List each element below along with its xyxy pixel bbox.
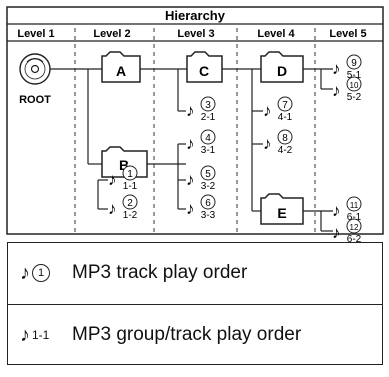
track-order-number: 12 <box>350 223 359 232</box>
track-order-number: 9 <box>351 58 357 69</box>
svg-text:B: B <box>119 157 129 173</box>
legend-group-symbol: ♪ 1-1 <box>8 325 72 345</box>
tree-connectors <box>50 68 333 232</box>
track-11: ♪ 11 6-1 <box>332 196 362 223</box>
track-order-number: 3 <box>205 100 211 111</box>
track-order-circle <box>277 129 293 145</box>
music-note-icon: ♪ <box>186 199 195 218</box>
level-5-header: Level 5 <box>329 28 366 40</box>
svg-text:C: C <box>199 63 209 79</box>
track-6: ♪ 63-3 <box>186 194 216 221</box>
track-9: ♪ 95-1 <box>332 54 362 81</box>
track-order-number: 7 <box>282 100 288 111</box>
track-order-circle <box>200 96 216 112</box>
folder-e: E <box>260 193 304 225</box>
svg-text:D: D <box>277 63 287 79</box>
svg-text:A: A <box>116 63 126 79</box>
tracks-layer: ♪ 11-1 ♪ 21-2 ♪ 32-1 ♪ 43-1 ♪ 53-2 ♪ 63-3 ♪ 74-1 ♪ 84-2… <box>108 54 362 245</box>
root-disc-icon <box>19 53 51 85</box>
track-order-circle <box>277 96 293 112</box>
legend-track-label: MP3 track play order <box>72 262 248 283</box>
track-group-number: 5-1 <box>347 70 362 81</box>
music-note-icon: ♪ <box>20 262 30 284</box>
music-note-icon: ♪ <box>20 324 30 346</box>
legend-group-number: 1-1 <box>32 328 50 342</box>
track-group-number: 4-1 <box>278 112 293 123</box>
track-group-number: 2-1 <box>201 112 216 123</box>
music-note-icon: ♪ <box>186 101 195 120</box>
track-group-number: 4-2 <box>278 145 293 156</box>
legend-group-label: MP3 group/track play order <box>72 324 302 345</box>
track-order-circle <box>346 196 362 212</box>
music-note-icon: ♪ <box>332 223 341 242</box>
music-note-icon: ♪ <box>332 81 341 100</box>
track-group-number: 3-3 <box>201 210 216 221</box>
track-order-number: 6 <box>205 198 211 209</box>
music-note-icon: ♪ <box>186 170 195 189</box>
track-order-circle <box>200 194 216 210</box>
svg-text:E: E <box>277 205 286 221</box>
track-order-circle <box>346 76 362 92</box>
music-note-icon: ♪ <box>263 101 272 120</box>
track-7: ♪ 74-1 <box>263 96 293 123</box>
track-3: ♪ 32-1 <box>186 96 216 123</box>
track-order-number: 4 <box>205 133 211 144</box>
track-group-number: 5-2 <box>347 92 362 103</box>
track-group-number: 3-1 <box>201 145 216 156</box>
music-note-icon: ♪ <box>332 201 341 220</box>
music-note-icon: ♪ <box>108 199 117 218</box>
track-order-number: 10 <box>350 81 359 90</box>
track-5: ♪ 53-2 <box>186 165 216 192</box>
track-10: ♪ 10 5-2 <box>332 76 362 103</box>
track-12: ♪ 12 6-2 <box>332 218 362 245</box>
hierarchy-title: Hierarchy <box>165 8 226 23</box>
track-8: ♪ 84-2 <box>263 129 293 156</box>
track-order-circle <box>122 194 138 210</box>
level-3-header: Level 3 <box>177 28 214 40</box>
track-order-number: 8 <box>282 133 288 144</box>
music-note-icon: ♪ <box>186 134 195 153</box>
track-order-circle <box>122 165 138 181</box>
track-group-number: 1-1 <box>123 181 138 192</box>
hierarchy-frame <box>6 6 384 235</box>
track-order-circle <box>200 129 216 145</box>
legend-row-track: ♪ 1 MP3 track play order <box>8 243 382 303</box>
track-order-number: 11 <box>350 201 359 210</box>
column-dividers <box>74 28 316 234</box>
track-order-number: 5 <box>205 169 211 180</box>
track-order-circle <box>346 54 362 70</box>
track-group-number: 6-2 <box>347 234 362 245</box>
music-note-icon: ♪ <box>108 170 117 189</box>
track-order-number: 1 <box>127 169 133 180</box>
track-order-number: 2 <box>127 198 133 209</box>
track-order-circle <box>346 218 362 234</box>
folder-a: A <box>101 51 141 83</box>
level-2-header: Level 2 <box>93 28 130 40</box>
track-group-number: 1-2 <box>123 210 138 221</box>
track-1: ♪ 11-1 <box>108 165 138 192</box>
legend-track-number: 1 <box>32 264 50 282</box>
track-order-circle <box>200 165 216 181</box>
track-2: ♪ 21-2 <box>108 194 138 221</box>
legend-track-symbol: ♪ 1 <box>8 263 72 283</box>
legend-box: ♪ 1 MP3 track play order ♪ 1-1 MP3 group… <box>7 242 383 365</box>
track-group-number: 6-1 <box>347 212 362 223</box>
track-4: ♪ 43-1 <box>186 129 216 156</box>
folder-c: C <box>186 51 223 83</box>
level-4-header: Level 4 <box>257 28 295 40</box>
music-note-icon: ♪ <box>332 59 341 78</box>
music-note-icon: ♪ <box>263 134 272 153</box>
legend-row-group: ♪ 1-1 MP3 group/track play order <box>8 304 382 365</box>
track-group-number: 3-2 <box>201 181 216 192</box>
folder-d: D <box>260 51 304 83</box>
level-1-header: Level 1 <box>17 28 54 40</box>
root-label: ROOT <box>19 94 51 106</box>
